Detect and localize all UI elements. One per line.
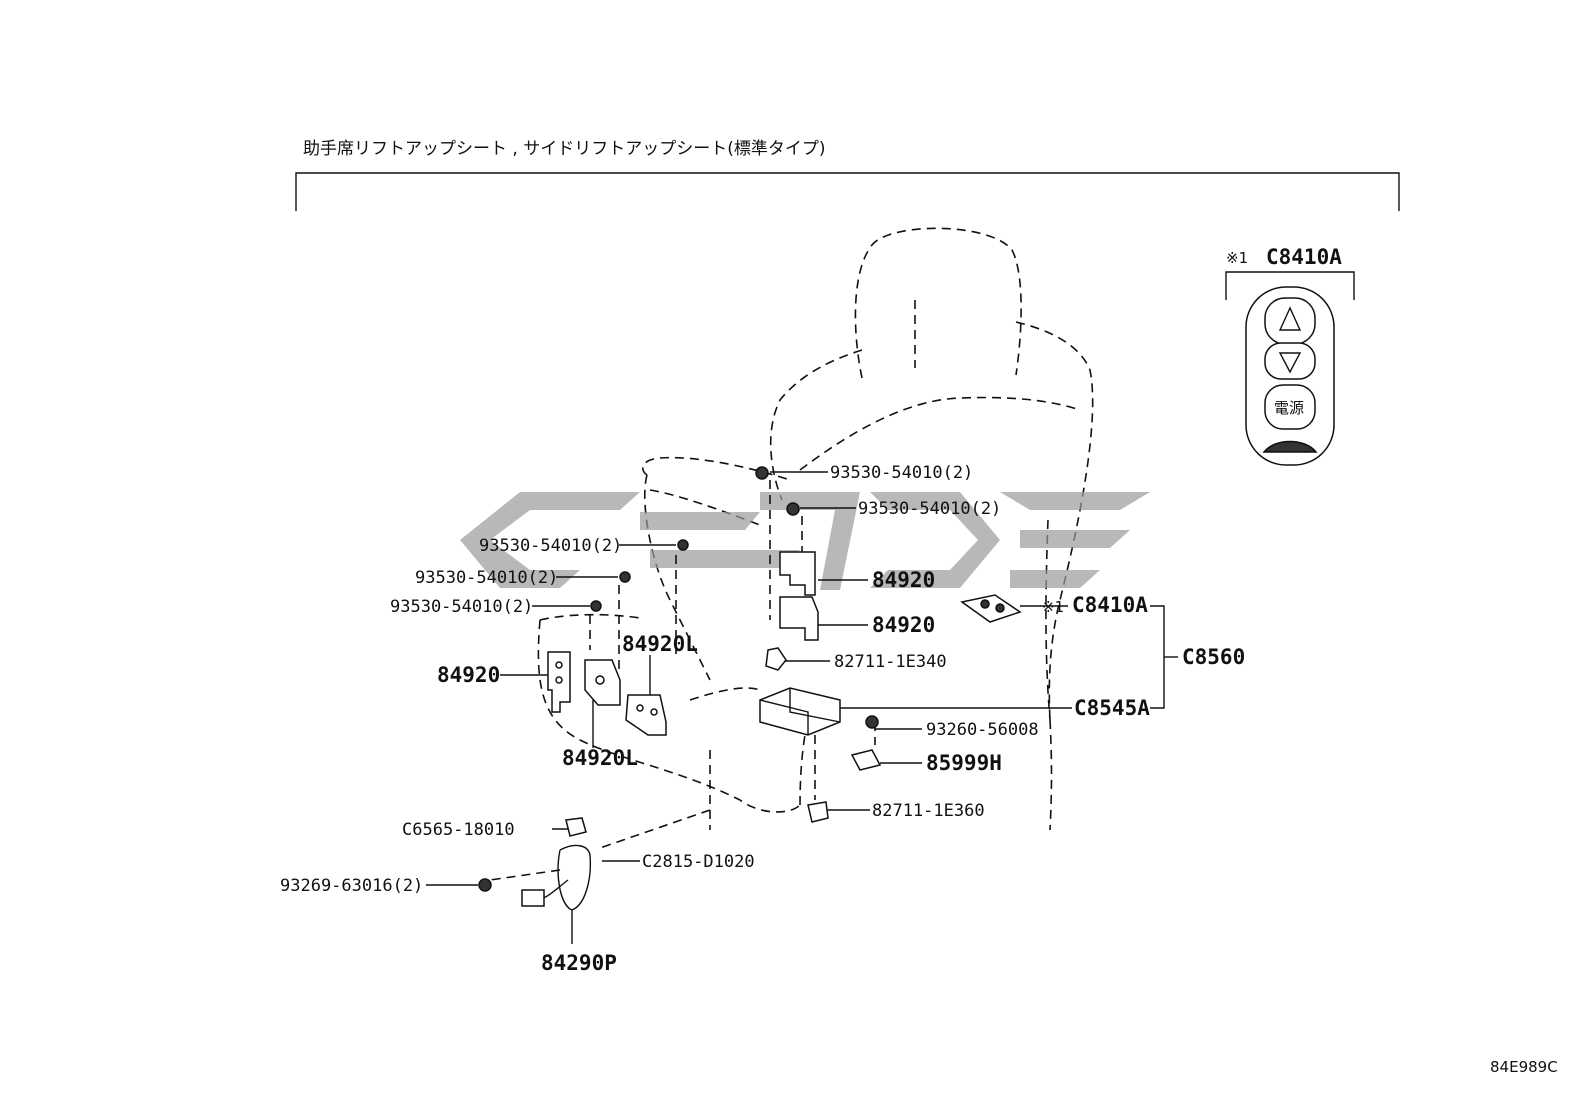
part-brackets bbox=[547, 551, 819, 736]
diagram-title: 助手席リフトアップシート , サイドリフトアップシート(標準タイプ) bbox=[303, 139, 825, 159]
inset-remote: ※1 C8410A 電源 bbox=[1225, 245, 1355, 466]
down-button bbox=[1264, 342, 1316, 380]
label-bracket-85999h: 85999H bbox=[926, 751, 1002, 775]
label-clip-1e340: 82711-1E340 bbox=[834, 652, 947, 672]
power-button bbox=[1264, 384, 1316, 430]
label-bolt-93269: 93269-63016(2) bbox=[280, 876, 423, 896]
screw-icon bbox=[865, 715, 879, 729]
label-switch-l-upper: 84920L bbox=[622, 632, 698, 656]
label-screw-56008: 93260-56008 bbox=[926, 720, 1039, 740]
seat-outline bbox=[537, 227, 1094, 831]
watermark-logo bbox=[460, 492, 1150, 590]
tie-c6565 bbox=[565, 817, 587, 837]
receiver-c8545a bbox=[759, 687, 841, 736]
band-c2815 bbox=[557, 844, 592, 911]
inset-mark: ※1 bbox=[1226, 249, 1248, 267]
bracket-84920-r1 bbox=[779, 551, 816, 596]
harness-connector-84290p bbox=[521, 889, 545, 907]
label-screw-1: 93530-54010(2) bbox=[830, 463, 973, 483]
label-group-part: C8560 bbox=[1182, 645, 1245, 669]
label-clip-1e360: 82711-1E360 bbox=[872, 801, 985, 821]
screw-icon bbox=[677, 539, 689, 551]
label-switch-l-lower: 84920L bbox=[562, 746, 638, 770]
label-remote-part: C8410A bbox=[1072, 593, 1148, 617]
label-tie-c6565: C6565-18010 bbox=[402, 820, 515, 840]
part-screws bbox=[478, 466, 879, 892]
screw-icon bbox=[619, 571, 631, 583]
callout-labels: 93530-54010(2) 93530-54010(2) 93530-5401… bbox=[280, 463, 1245, 975]
screw-icon bbox=[590, 600, 602, 612]
label-receiver-part: C8545A bbox=[1074, 696, 1150, 720]
part-harness bbox=[521, 817, 592, 911]
label-screw-4: 93530-54010(2) bbox=[415, 568, 558, 588]
label-remote-mark: ※1 bbox=[1042, 598, 1064, 616]
frame-bracket bbox=[295, 172, 1400, 211]
bracket-85999h bbox=[850, 749, 882, 771]
label-screw-5: 93530-54010(2) bbox=[390, 597, 533, 617]
label-harness-84290p: 84290P bbox=[541, 951, 617, 975]
bracket-84920-r2 bbox=[779, 596, 819, 641]
label-bracket-r1: 84920 bbox=[872, 568, 935, 592]
bolt-icon bbox=[478, 878, 492, 892]
label-bracket-r2: 84920 bbox=[872, 613, 935, 637]
diagram-code: 84E989C bbox=[1490, 1058, 1558, 1076]
label-screw-2: 93530-54010(2) bbox=[858, 499, 1001, 519]
power-button-label: 電源 bbox=[1274, 399, 1304, 417]
label-bracket-left: 84920 bbox=[437, 663, 500, 687]
inset-part-number: C8410A bbox=[1266, 245, 1342, 269]
clip-82711-1e360 bbox=[807, 801, 829, 823]
up-button bbox=[1264, 297, 1316, 345]
remote-grip-icon bbox=[1262, 440, 1318, 453]
switch-84920l-lower bbox=[625, 694, 667, 736]
label-screw-3: 93530-54010(2) bbox=[479, 536, 622, 556]
part-clips-receiver bbox=[759, 594, 1022, 823]
remote-c8410a bbox=[960, 594, 1022, 623]
assembly-lines bbox=[489, 480, 876, 881]
screw-icon bbox=[786, 502, 800, 516]
label-band-c2815: C2815-D1020 bbox=[642, 852, 755, 872]
screw-icon bbox=[755, 466, 769, 480]
clip-82711-1e340 bbox=[765, 647, 787, 671]
leader-lines bbox=[426, 471, 1178, 944]
